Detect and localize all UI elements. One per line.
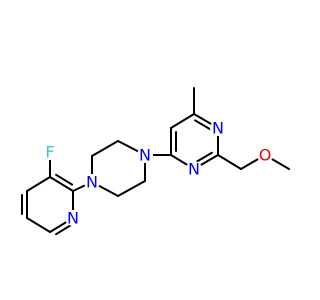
- atom-label-N_pm1: N: [212, 119, 224, 138]
- bond-C2p-N_pm2-double: [194, 151, 213, 164]
- atom-bg-N_pm2: [186, 161, 202, 177]
- atom-label-F: F: [45, 143, 54, 162]
- atom-label-N_pz2: N: [86, 173, 98, 192]
- atom-bg-O: [257, 147, 273, 163]
- bond-PzC-PzD: [117, 180, 146, 197]
- atom-bg-N_pm1: [210, 120, 226, 136]
- atom-label-N_py: N: [67, 209, 79, 228]
- atom-label-N_pm2: N: [188, 160, 200, 179]
- bond-layer: [21, 87, 290, 236]
- atom-label-O: O: [259, 146, 272, 165]
- bond-C5-C6: [26, 217, 51, 233]
- bond-C6-N_py-double: [55, 223, 74, 236]
- bond-C2p-CH2: [217, 154, 242, 170]
- bond-C6p-N_pm1-double: [194, 119, 213, 132]
- atom-bg-F: [42, 144, 58, 160]
- bond-C2-C3-double: [55, 173, 74, 186]
- atom-label-N_pz1: N: [139, 146, 151, 165]
- bond-C2-C3: [49, 176, 74, 192]
- bond-C5p-C6p: [170, 113, 195, 129]
- bond-C3-C4: [26, 176, 51, 192]
- atom-bg-N_pz2: [84, 174, 100, 190]
- bond-PzA-PzB: [91, 140, 119, 157]
- atom-bg-N_py: [65, 210, 81, 226]
- atom-bg-N_pz1: [137, 147, 153, 163]
